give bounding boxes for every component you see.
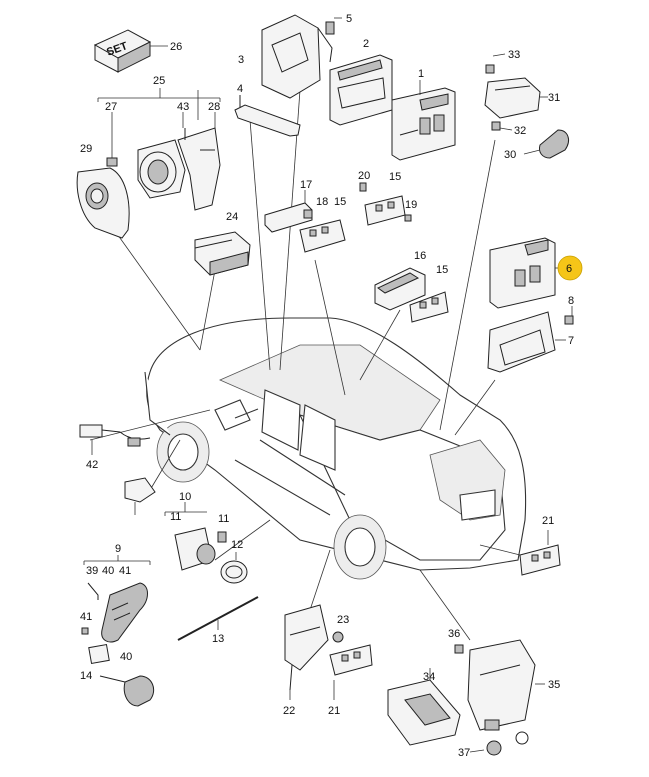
label-18: 18 [316,196,328,208]
label-8: 8 [568,295,574,307]
module-24 [194,231,251,276]
label-31: 31 [548,92,560,104]
set-box: SET [93,29,168,73]
rod-13 [177,596,259,641]
label-1: 1 [418,68,424,80]
label-11b: 11 [218,513,229,525]
label-17: 17 [300,179,312,191]
cover-29 [76,167,130,239]
label-6: 6 [566,263,572,275]
bracket-22 [284,604,373,700]
label-41a: 41 [119,565,131,577]
label-36: 36 [448,628,460,640]
label-13: 13 [212,633,224,645]
highlight-marker [557,255,583,281]
label-20: 20 [358,170,370,182]
part-group-10 [164,502,248,584]
label-3: 3 [238,54,244,66]
label-26: 26 [170,41,182,53]
label-40a: 40 [102,565,114,577]
part-38 [124,477,156,515]
label-2: 2 [363,38,369,50]
key-14 [99,675,155,707]
control-unit-1 [391,80,456,161]
label-21b: 21 [328,705,340,717]
label-12: 12 [231,539,243,551]
part-group-9 [81,555,151,665]
module-16 [374,267,449,323]
label-27: 27 [105,101,117,113]
label-14: 14 [80,670,92,682]
label-41b: 41 [80,611,92,623]
label-7: 7 [568,335,574,347]
label-24: 24 [226,211,238,223]
strip-4 [234,95,301,137]
label-4: 4 [237,83,243,95]
label-35: 35 [548,679,560,691]
label-10: 10 [179,491,191,503]
label-15c: 15 [436,264,448,276]
label-21a: 21 [542,515,554,527]
label-15a: 15 [334,196,346,208]
label-40b: 40 [120,651,132,663]
module-34 [387,639,545,756]
label-39: 39 [86,565,98,577]
vehicle-body [144,317,527,580]
label-19: 19 [405,199,417,211]
switch-group-15a [359,182,412,226]
label-29: 29 [80,143,92,155]
switch-group-17 [264,190,346,253]
switch-21-right [519,530,561,576]
bracket-3 [261,14,342,99]
label-23: 23 [337,614,349,626]
callout-labels: 1 2 3 4 5 6 7 8 9 10 11 11 12 13 14 15 1… [80,13,583,759]
label-34: 34 [423,671,435,683]
label-42: 42 [86,459,98,471]
label-37: 37 [458,747,470,759]
label-15b: 15 [389,171,401,183]
key-30 [523,129,569,159]
label-9: 9 [115,543,121,555]
module-2 [329,54,393,126]
bracket-7 [487,306,574,373]
module-31 [484,53,548,131]
label-28: 28 [208,101,220,113]
label-33: 33 [508,49,520,61]
label-30: 30 [504,149,516,161]
label-22: 22 [283,705,295,717]
label-25: 25 [153,75,165,87]
part-group-25 [97,88,221,211]
label-5: 5 [346,13,352,25]
control-unit-6 [489,237,560,309]
label-32: 32 [514,125,526,137]
label-11a: 11 [170,511,181,523]
label-43: 43 [177,101,189,113]
label-16: 16 [414,250,426,262]
harness-42 [79,424,151,455]
